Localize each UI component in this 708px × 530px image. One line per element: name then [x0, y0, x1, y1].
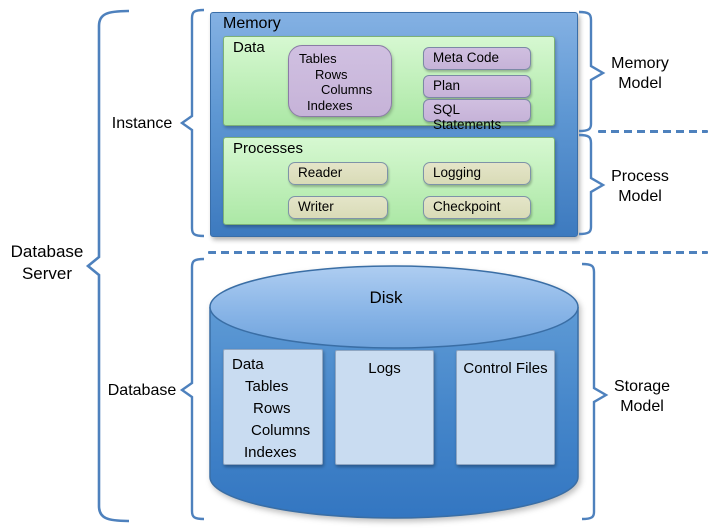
data-file-line-columns: Columns — [251, 422, 311, 439]
processes-section-title: Processes — [233, 140, 304, 157]
memory-process-divider — [598, 130, 708, 133]
data-file-line-rows: Rows — [253, 400, 291, 417]
process-model-brace — [578, 133, 606, 236]
storage-model-brace — [581, 262, 609, 521]
data-file-line-tables: Tables — [245, 378, 289, 395]
control-files-box: Control Files — [456, 350, 555, 465]
meta-code-box: Meta Code — [423, 47, 531, 70]
data-section-title: Data — [233, 39, 265, 56]
logging-box: Logging — [423, 162, 531, 185]
reader-box: Reader — [288, 162, 388, 185]
data-file-line-data: Data — [232, 356, 264, 373]
cache-line-tables: Tables — [299, 51, 337, 66]
logs-box: Logs — [335, 350, 434, 465]
cache-line-rows: Rows — [315, 66, 348, 82]
checkpoint-box: Checkpoint — [423, 196, 531, 219]
memory-box: Memory Data Tables Rows Columns Indexes … — [210, 12, 578, 237]
process-model-label: Process Model — [611, 168, 669, 205]
instance-label: Instance — [111, 115, 173, 132]
instance-storage-divider — [208, 251, 708, 254]
database-label: Database — [107, 382, 177, 399]
memory-model-brace — [578, 10, 606, 133]
data-section-box: Data Tables Rows Columns Indexes Meta Co… — [223, 36, 555, 132]
database-server-brace — [85, 9, 130, 523]
writer-box: Writer — [288, 196, 388, 219]
sql-statements-box: SQL Statements — [423, 99, 531, 132]
memory-model-label: Memory Model — [611, 55, 669, 92]
memory-title: Memory — [223, 15, 281, 32]
database-brace — [179, 257, 205, 521]
data-files-box: Data Tables Rows Columns Indexes — [223, 349, 323, 465]
database-server-label: Database Server — [10, 242, 84, 283]
storage-model-label: Storage Model — [613, 378, 671, 415]
data-file-line-indexes: Indexes — [244, 444, 297, 461]
data-cache-box: Tables Rows Columns Indexes — [288, 45, 392, 117]
cache-line-indexes: Indexes — [307, 97, 353, 113]
cache-line-columns: Columns — [321, 82, 373, 97]
disk-label: Disk — [369, 288, 403, 307]
instance-brace — [179, 8, 205, 238]
processes-section-box: Processes Reader Logging Writer Checkpoi… — [223, 137, 555, 225]
plan-box: Plan — [423, 75, 531, 98]
